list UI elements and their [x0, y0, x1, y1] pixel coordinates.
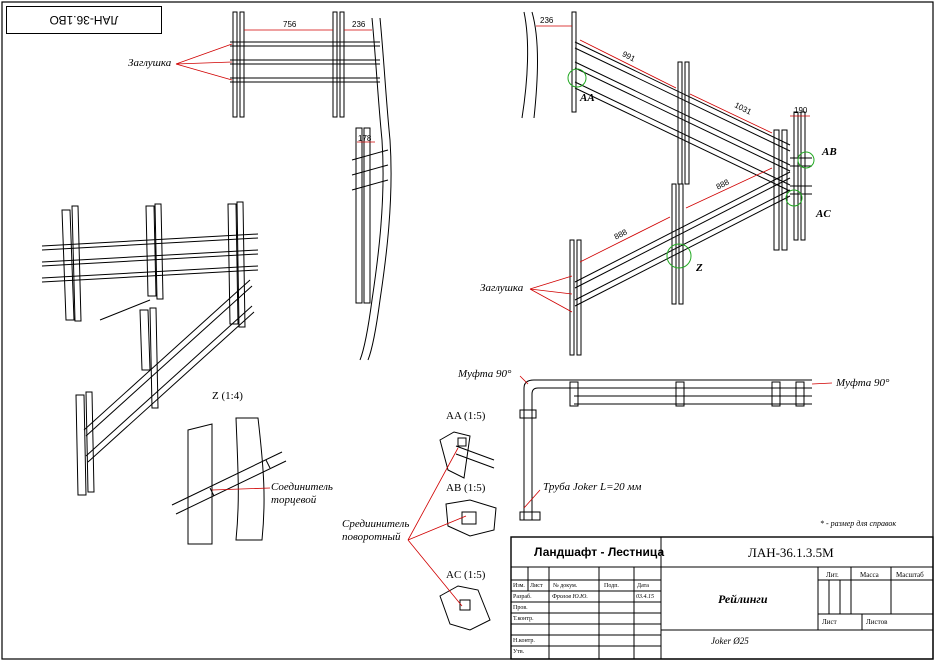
top-view-railing — [230, 11, 392, 361]
detail-ac — [439, 585, 491, 631]
tb-col-sign: Подп. — [604, 583, 619, 589]
top-zaglushka-leaders — [175, 43, 233, 81]
label-coupler-90-right: Муфта 90° — [836, 377, 890, 389]
tb-row-nkontr: Н.контр. — [513, 638, 535, 644]
title-block — [510, 536, 934, 660]
label-zaglushka-right: Заглушка — [480, 282, 524, 294]
detail-z — [171, 417, 287, 545]
dim-236-top: 236 — [352, 20, 366, 29]
detail-circle-z — [666, 243, 692, 269]
dim-756: 756 — [283, 20, 297, 29]
title-project: Ландшафт - Лестница — [534, 545, 665, 559]
label-connector-end-2: торцевой — [271, 494, 317, 506]
tb-sheets: Листов — [866, 618, 888, 626]
label-aa-detail: AA (1:5) — [446, 410, 486, 422]
tb-row-utv: Утв. — [513, 649, 525, 655]
dim-190: 190 — [794, 106, 808, 115]
right-view-railing — [521, 11, 812, 356]
right-view-dimensions — [536, 25, 810, 263]
tb-razrab-name: Фролов Ю.Ю. — [552, 594, 588, 600]
detail-circle-ab — [797, 151, 815, 169]
label-ac: AC — [816, 208, 831, 220]
right-zaglushka-leaders — [529, 275, 573, 313]
detail-circle-ac — [785, 189, 803, 207]
tb-col-doc: № докум. — [553, 583, 578, 589]
label-joker-pipe: Труба Joker L=20 мм — [543, 481, 642, 493]
detail-aa — [439, 431, 495, 479]
label-z: Z — [696, 262, 703, 274]
tb-sheet: Лист — [822, 618, 837, 626]
tb-row-razrab: Разраб. — [513, 594, 532, 600]
title-name: Рейлинги — [718, 592, 768, 606]
label-connector-end-1: Соединитель — [271, 481, 333, 493]
tb-row-tkontr: Т.контр. — [513, 616, 534, 622]
reference-note: * - размер для справок — [820, 519, 897, 528]
label-ab-detail: AB (1:5) — [446, 482, 486, 494]
label-ab: AB — [822, 146, 837, 158]
detail-ab — [445, 499, 497, 537]
label-z-detail: Z (1:4) — [212, 390, 243, 402]
label-ac-detail: AC (1:5) — [446, 569, 486, 581]
label-zaglushka-top: Заглушка — [128, 57, 172, 69]
detail-circle-aa — [567, 68, 587, 88]
connector-end-leader — [211, 487, 271, 491]
tb-masshtab: Масштаб — [896, 571, 924, 579]
isometric-railing — [41, 201, 259, 496]
label-aa: AA — [580, 92, 595, 104]
tb-lit: Лит. — [826, 571, 839, 579]
top-view-dimensions — [244, 29, 375, 143]
tb-col-izm: Изм. — [513, 583, 525, 589]
label-connector-turn-1: Средиинитель — [342, 518, 410, 530]
label-connector-turn-2: поворотный — [342, 531, 401, 543]
title-material: Joker Ø25 — [711, 636, 749, 646]
tb-col-date: Дата — [637, 583, 649, 589]
tb-razrab-date: 03.4.15 — [636, 594, 654, 600]
plan-view — [519, 379, 812, 521]
dim-236-right: 236 — [540, 16, 554, 25]
connector-turn-leaders — [407, 447, 467, 607]
dim-178: 178 — [358, 134, 372, 143]
tb-massa: Масса — [860, 571, 879, 579]
tb-row-prov: Пров. — [513, 605, 528, 611]
rotated-drawing-code: ЛАН-36.1ВО — [6, 6, 162, 34]
title-code: ЛАН-36.1.3.5М — [748, 545, 834, 560]
label-coupler-90-left: Муфта 90° — [458, 368, 512, 380]
plan-view-leaders — [519, 375, 833, 509]
tb-col-list: Лист — [530, 583, 543, 589]
detail-circles — [567, 68, 815, 269]
